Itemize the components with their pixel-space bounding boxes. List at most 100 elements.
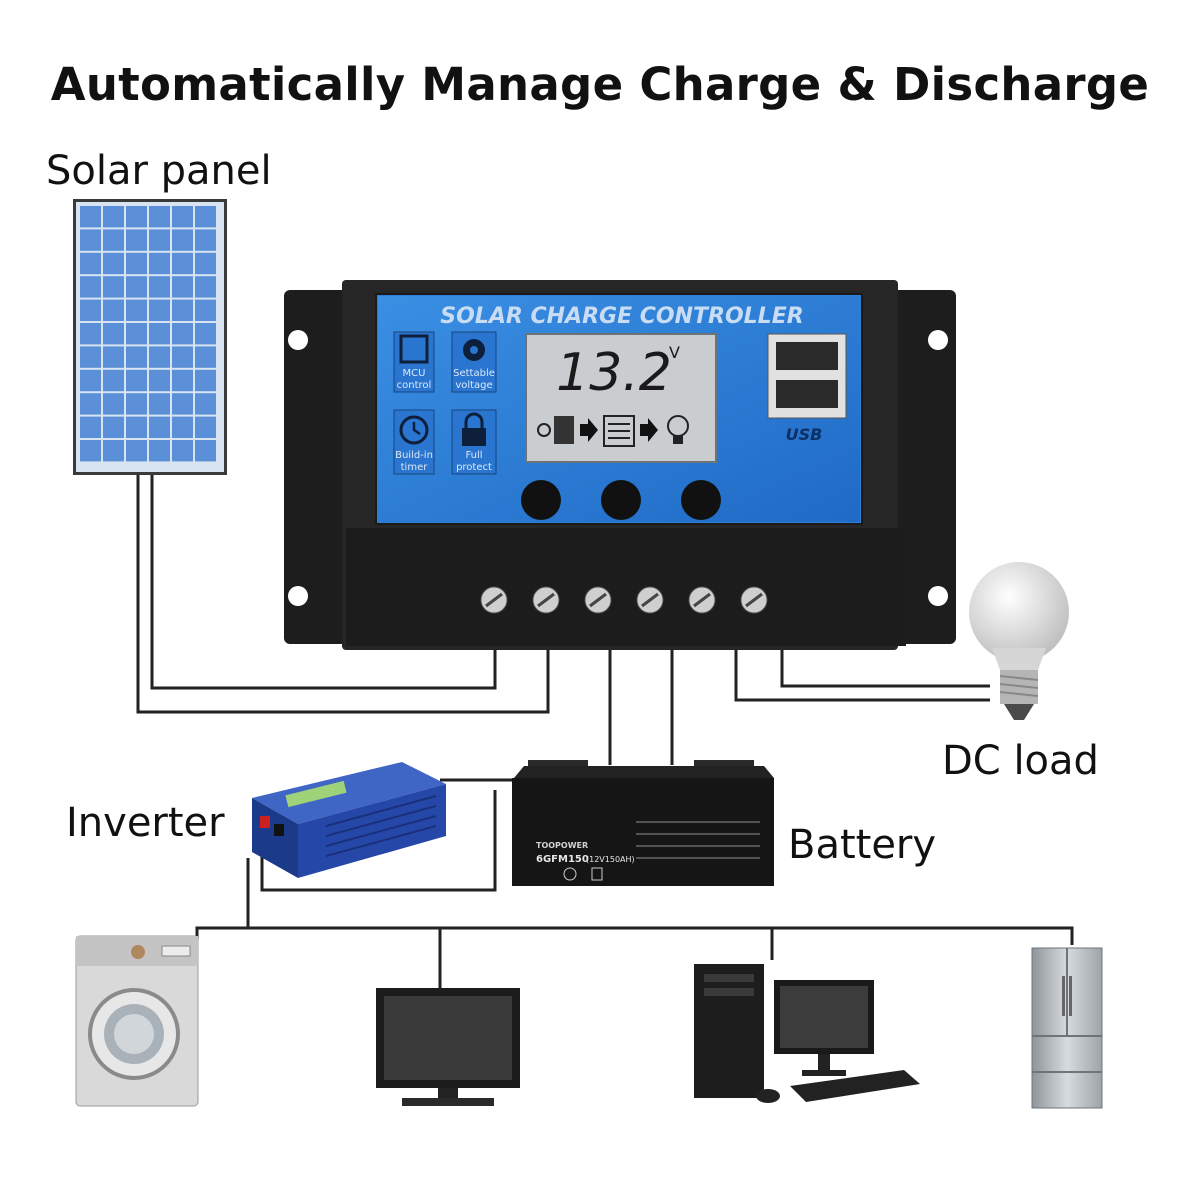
usb-port[interactable] [776,380,838,408]
solar-cell [149,417,170,438]
svg-text:voltage: voltage [455,380,492,391]
solar-cell [80,253,101,274]
solar-cell [80,370,101,391]
solar-cell [149,440,170,461]
solar-cell [195,276,216,297]
solar-cell [126,229,147,250]
solar-cell [126,370,147,391]
svg-text:Full: Full [465,450,482,461]
dc-load-bulb [964,558,1074,728]
voltage-unit: V [669,343,680,362]
load-wire-negative [736,650,990,700]
solar-cell [126,206,147,227]
usb-port[interactable] [776,342,838,370]
solar-cell [195,206,216,227]
solar-cell [80,393,101,414]
solar-cell [80,346,101,367]
solar-cell [172,206,193,227]
mount-hole [288,586,308,606]
terminal-block [346,528,906,646]
solar-cell [149,370,170,391]
solar-cell [149,323,170,344]
inverter-terminal-red [260,816,270,828]
solar-cell [103,440,124,461]
solar-cell [126,300,147,321]
solar-cell [195,370,216,391]
solar-cell [103,229,124,250]
solar-cell [172,370,193,391]
solar-cell [80,300,101,321]
solar-cell [172,323,193,344]
controller-button-1[interactable] [521,480,561,520]
inverter-terminal-black [274,824,284,836]
solar-cell [103,417,124,438]
solar-cell [195,229,216,250]
controller-heading: SOLAR CHARGE CONTROLLER [440,304,803,329]
svg-text:protect: protect [456,462,492,473]
solar-cell [149,300,170,321]
solar-cell [80,276,101,297]
solar-cell [149,393,170,414]
battery-brand: TOOPOWER [536,841,588,850]
mouse [756,1089,780,1103]
solar-cell [103,253,124,274]
mcu-control-feature: MCU control [394,332,434,392]
svg-text:control: control [397,380,432,391]
solar-cell [80,206,101,227]
solar-cell [195,323,216,344]
solar-cell [103,323,124,344]
monitor-icon [374,986,522,1110]
solar-cell [149,253,170,274]
washing-machine-icon [74,934,200,1108]
battery-spec: (12V150AH) [586,855,635,864]
solar-cell [195,346,216,367]
solar-cell [103,370,124,391]
battery-case [512,778,774,886]
controller-button-2[interactable] [601,480,641,520]
solar-cell [80,417,101,438]
solar-cell [126,417,147,438]
solar-cell [103,346,124,367]
svg-text:MCU: MCU [403,368,426,379]
controller-button-3[interactable] [681,480,721,520]
solar-cell [126,253,147,274]
solar-cell [80,323,101,344]
solar-cell [103,206,124,227]
build-in-timer-feature: Build-in timer [394,410,434,474]
solar-cell [149,346,170,367]
solar-cell [126,393,147,414]
solar-cell [172,417,193,438]
solar-cell [172,276,193,297]
solar-cell [80,229,101,250]
load-wire-positive [782,650,990,686]
solar-cell [149,206,170,227]
solar-cell [195,440,216,461]
battery-model: 6GFM150 [536,854,589,865]
solar-cell [195,300,216,321]
solar-charge-controller: SOLAR CHARGE CONTROLLER MCU control Sett… [282,278,958,652]
solar-cell [195,393,216,414]
panel-mini-icon [554,416,574,444]
battery-unit: TOOPOWER 6GFM150 (12V150AH) [508,756,778,890]
mount-hole [288,330,308,350]
solar-cell [103,393,124,414]
svg-text:Build-in: Build-in [395,450,433,461]
solar-cell [172,393,193,414]
solar-cell [195,417,216,438]
ac-bus [197,928,1072,945]
solar-cell [172,229,193,250]
full-protect-feature: Full protect [452,410,496,474]
solar-cell [172,253,193,274]
solar-cell [126,440,147,461]
solar-cell [103,276,124,297]
solar-cell [126,323,147,344]
settable-voltage-feature: Settable voltage [452,332,496,392]
solar-cell [195,253,216,274]
solar-cell [172,440,193,461]
solar-cell [126,346,147,367]
pc-tower [694,964,764,1098]
desktop-computer-icon [690,960,924,1110]
solar-cell [172,346,193,367]
usb-label: USB [786,425,823,444]
mount-hole [928,330,948,350]
